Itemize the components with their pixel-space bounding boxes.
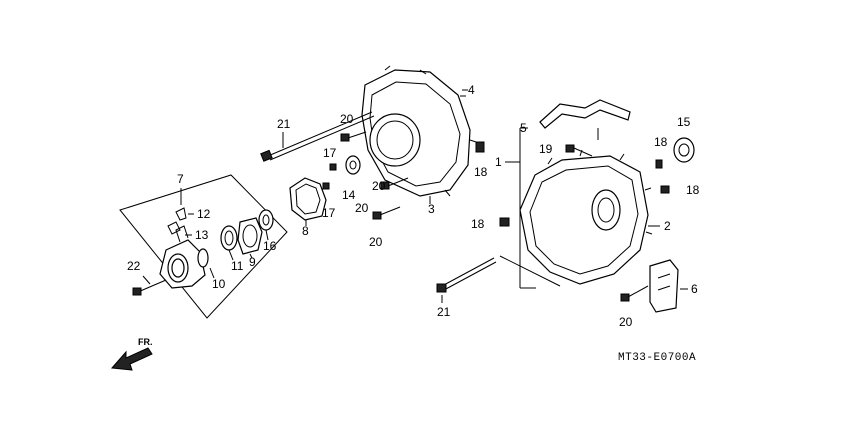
callout-11: 11 bbox=[231, 259, 244, 273]
callout-15: 15 bbox=[677, 115, 691, 129]
linkage-5 bbox=[505, 99, 631, 289]
callout-12: 12 bbox=[197, 207, 211, 221]
callout-9: 9 bbox=[249, 255, 256, 269]
front-direction-label: FR. bbox=[138, 337, 153, 347]
callout-20a: 20 bbox=[340, 112, 354, 126]
callout-21b: 21 bbox=[437, 305, 451, 319]
callout-20e: 20 bbox=[619, 315, 633, 329]
callout-labels: 1 2 3 4 5 6 7 8 9 10 11 12 13 14 15 16 1… bbox=[127, 83, 700, 329]
crankcase-cover-4 bbox=[260, 65, 477, 220]
callout-19: 19 bbox=[539, 142, 553, 156]
diagram-code: MT33-E0700A bbox=[618, 352, 696, 364]
callout-17a: 17 bbox=[323, 146, 337, 160]
callout-3: 3 bbox=[428, 202, 435, 216]
callout-6: 6 bbox=[691, 282, 698, 296]
callout-18a: 18 bbox=[474, 165, 488, 179]
callout-21a: 21 bbox=[277, 117, 291, 131]
callout-7: 7 bbox=[177, 172, 184, 186]
callout-10: 10 bbox=[212, 277, 226, 291]
callout-8: 8 bbox=[302, 224, 309, 238]
callout-18c: 18 bbox=[654, 135, 668, 149]
gasket-8 bbox=[289, 177, 327, 226]
callout-18d: 18 bbox=[686, 183, 700, 197]
callout-17b: 17 bbox=[322, 206, 336, 220]
crankcase-cover-2 bbox=[436, 137, 695, 313]
callout-5: 5 bbox=[520, 121, 527, 135]
callout-20c: 20 bbox=[355, 201, 369, 215]
callout-20d: 20 bbox=[369, 235, 383, 249]
callout-16: 16 bbox=[263, 239, 277, 253]
callout-18b: 18 bbox=[471, 217, 485, 231]
callout-20b: 20 bbox=[372, 179, 386, 193]
callout-14: 14 bbox=[342, 188, 356, 202]
callout-13: 13 bbox=[195, 228, 209, 242]
callout-2: 2 bbox=[664, 219, 671, 233]
callout-22: 22 bbox=[127, 259, 141, 273]
callout-4: 4 bbox=[468, 83, 475, 97]
water-pump-assembly bbox=[119, 174, 288, 319]
front-direction-arrow-icon: FR. bbox=[110, 337, 153, 371]
callout-1: 1 bbox=[495, 155, 502, 169]
